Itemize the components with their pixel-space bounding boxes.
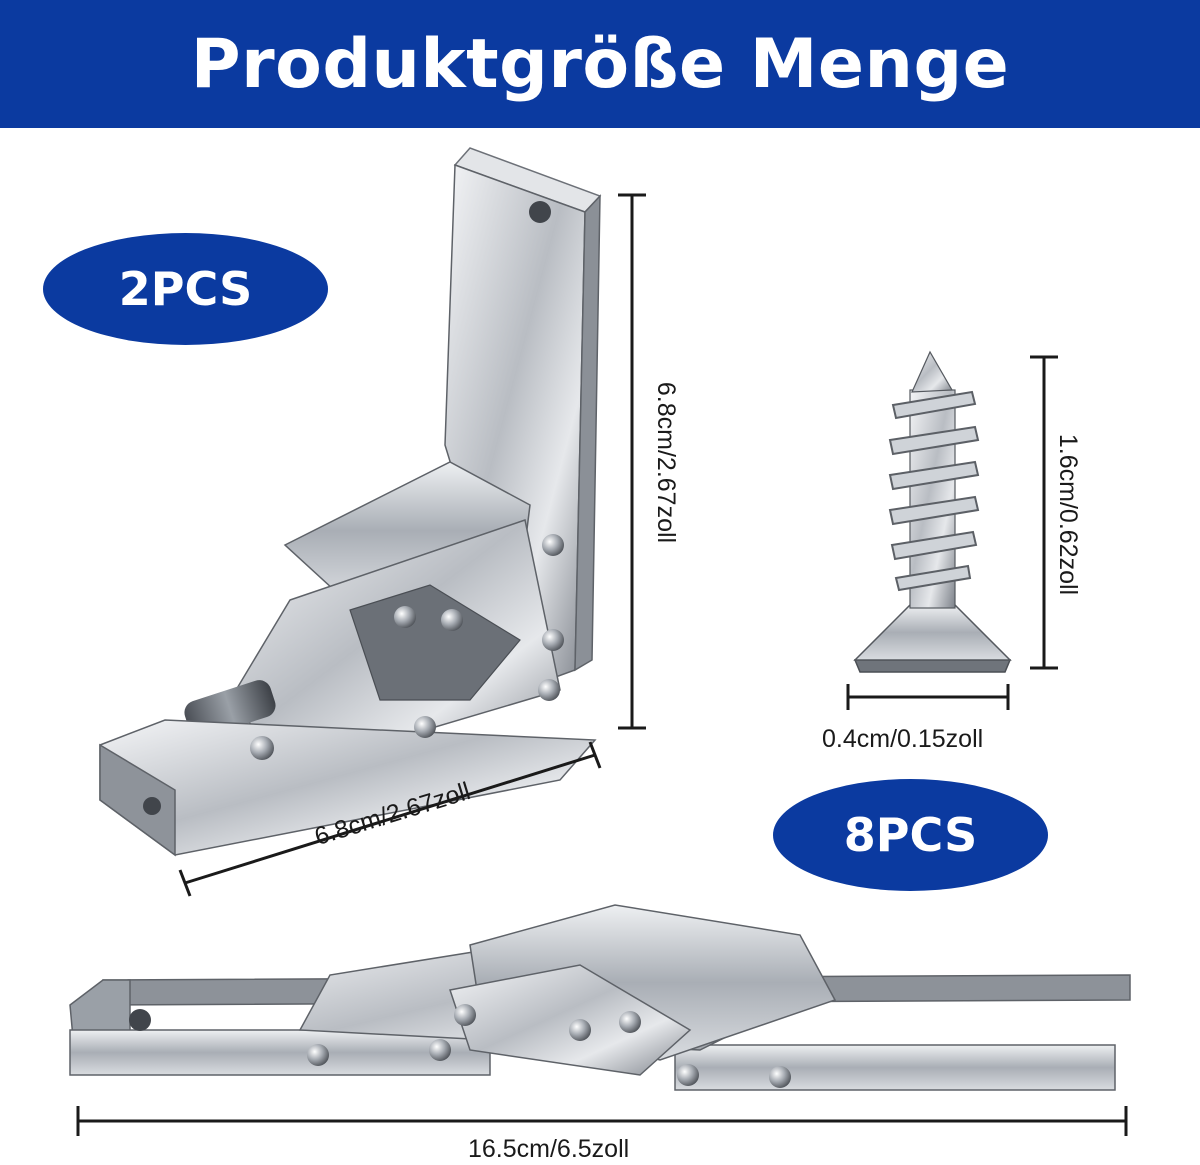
screw-image: [853, 350, 1012, 673]
hinge-quantity-badge: 2PCS: [43, 233, 328, 345]
screw-length-label: 1.6cm/0.62zoll: [1054, 433, 1083, 596]
dimension-lines: [76, 193, 1128, 1136]
open-hinge-image: [69, 904, 1131, 1091]
folded-hinge-image: [99, 147, 602, 857]
screw-width-label: 0.4cm/0.15zoll: [822, 725, 984, 753]
title-banner: Produktgröße Menge: [0, 0, 1200, 128]
hinge-height-label: 6.8cm/2.67zoll: [652, 381, 681, 544]
screw-quantity-badge: 8PCS: [773, 779, 1048, 891]
page-title: Produktgröße Menge: [190, 24, 1010, 104]
open-length-label: 16.5cm/6.5zoll: [468, 1135, 630, 1163]
